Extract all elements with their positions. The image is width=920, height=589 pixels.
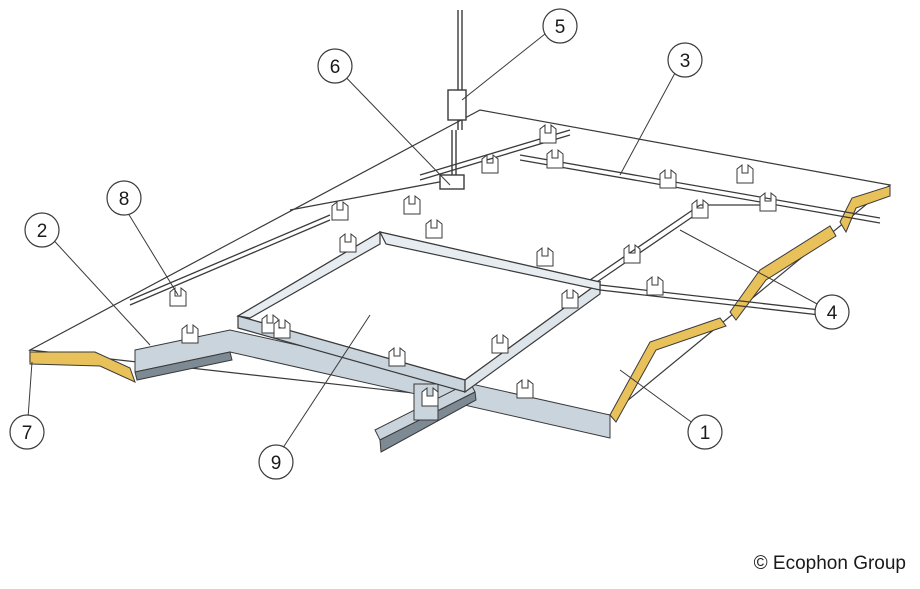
callout-9: 9 (258, 444, 294, 480)
callout-number: 1 (700, 423, 711, 444)
clip-mark (481, 153, 499, 174)
callout-circle (24, 212, 60, 248)
callout-circle (814, 294, 850, 330)
main-runners (134, 329, 611, 453)
clip-mark (425, 218, 443, 239)
clip-mark (516, 378, 534, 399)
access-frame (236, 230, 602, 394)
clip-mark (536, 246, 554, 267)
clip-mark (403, 194, 421, 215)
panel-cut-edges (29, 185, 891, 423)
callout-number: 2 (37, 221, 48, 242)
callout-circle (667, 42, 703, 78)
callout-number: 8 (119, 189, 130, 210)
callout-circle (542, 8, 578, 44)
clip-mark (331, 200, 349, 221)
leader-lines (26, 29, 833, 461)
clip-mark (561, 288, 579, 309)
copyright-notice: © Ecophon Group (753, 553, 906, 574)
clip-mark (736, 163, 754, 184)
clip-mark (646, 275, 664, 296)
clip-mark (759, 191, 777, 212)
callout-7: 7 (9, 414, 45, 450)
clip-mark (421, 386, 439, 407)
clip-mark (539, 123, 557, 144)
callouts: 1 2 3 4 5 6 7 8 9 (9, 8, 850, 480)
clip-mark (169, 286, 187, 307)
clip-mark (659, 168, 677, 189)
callout-3: 3 (667, 42, 703, 78)
callout-number: 5 (555, 17, 566, 38)
callout-number: 4 (827, 303, 838, 324)
suspension-rod (439, 10, 467, 190)
callout-circle (687, 414, 723, 450)
callout-number: 3 (680, 51, 691, 72)
callout-number: 9 (271, 453, 282, 474)
callout-5: 5 (542, 8, 578, 44)
clip-mark (491, 333, 509, 354)
callout-2: 2 (24, 212, 60, 248)
clip-mark (181, 323, 199, 344)
clips (169, 123, 777, 407)
callout-circle (106, 180, 142, 216)
callout-number: 6 (330, 57, 341, 78)
clip-mark (691, 198, 709, 219)
callout-number: 7 (22, 423, 33, 444)
clip-mark (273, 318, 291, 339)
clip-mark (388, 346, 406, 367)
callout-1: 1 (687, 414, 723, 450)
callout-circle (9, 414, 45, 450)
callout-6: 6 (317, 48, 353, 84)
clip-mark (623, 243, 641, 264)
clip-mark (546, 148, 564, 169)
callout-4: 4 (814, 294, 850, 330)
callout-circle (258, 444, 294, 480)
callout-circle (317, 48, 353, 84)
callout-8: 8 (106, 180, 142, 216)
clip-mark (339, 232, 357, 253)
